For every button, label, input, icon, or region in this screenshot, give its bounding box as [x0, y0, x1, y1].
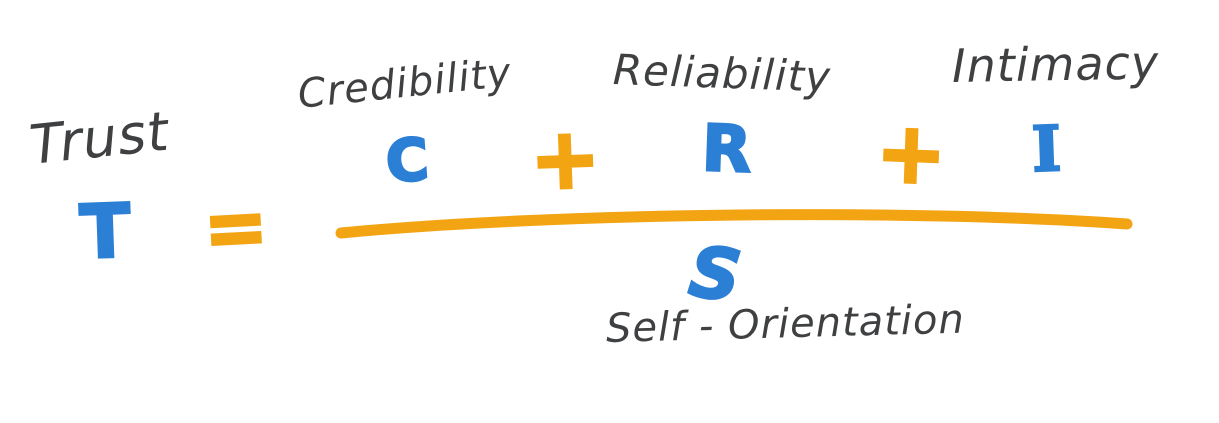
- self-orientation-symbol: S: [684, 229, 747, 319]
- reliability-symbol: R: [699, 111, 753, 189]
- plus-operator-2: +: [873, 102, 950, 205]
- self-orientation-label: Self - Orientation: [605, 296, 966, 352]
- credibility-symbol: C: [382, 124, 432, 197]
- plus-operator-1: +: [527, 107, 604, 210]
- credibility-label: Credibility: [295, 49, 514, 118]
- trust-label: Trust: [26, 99, 173, 177]
- reliability-label: Reliability: [612, 45, 832, 102]
- trust-symbol: T: [77, 187, 133, 277]
- intimacy-label: Intimacy: [951, 35, 1160, 93]
- equals-sign: =: [200, 177, 272, 277]
- intimacy-symbol: I: [1029, 111, 1063, 187]
